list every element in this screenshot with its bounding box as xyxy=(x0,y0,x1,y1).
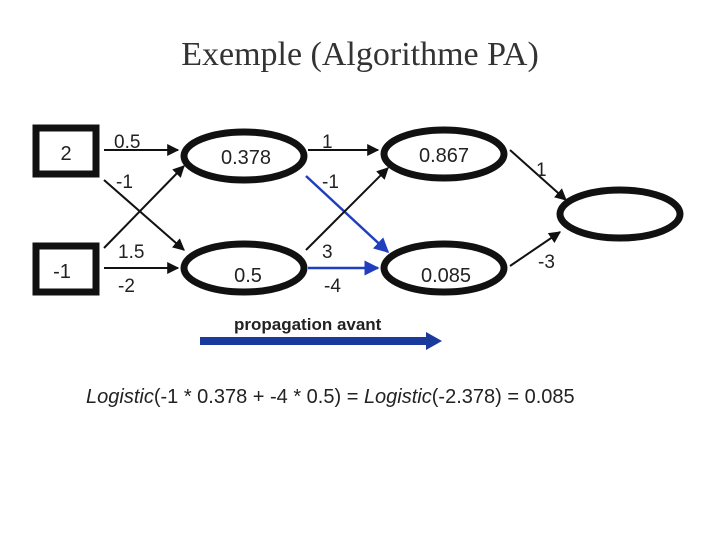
formula-args-1: (-1 * 0.378 + -4 * 0.5) = xyxy=(153,386,364,408)
weight-h2a-out: 1 xyxy=(536,160,547,181)
propagation-arrowhead xyxy=(426,332,442,350)
input-node-1 xyxy=(32,124,100,178)
formula-fn-1: Logistic xyxy=(86,386,154,408)
edge-in2-h1 xyxy=(103,165,185,249)
weight-h1a-h2a: 1 xyxy=(322,132,333,153)
hidden1-node-1-label: 0.378 xyxy=(221,147,271,169)
hidden1-node-1 xyxy=(180,128,308,184)
hidden2-node-2 xyxy=(380,240,508,296)
hidden2-node-2-label: 0.085 xyxy=(421,265,471,287)
output-node xyxy=(556,186,684,242)
weight-h1a-h2b: -1 xyxy=(322,172,339,193)
edge-h2a-out xyxy=(509,149,567,201)
weight-h1b-h2a: 3 xyxy=(322,242,333,263)
edge-h1b-h2a xyxy=(305,167,389,251)
slide-title: Exemple (Algorithme PA) xyxy=(181,36,539,73)
weight-in2-h2: -2 xyxy=(118,276,135,297)
propagation-caption: propagation avant xyxy=(234,315,382,334)
formula-args-2: (-2.378) = 0.085 xyxy=(431,386,575,408)
formula-line: Logistic(-1 * 0.378 + -4 * 0.5) = Logist… xyxy=(86,386,686,409)
hidden2-node-1 xyxy=(380,126,508,182)
formula-fn-2: Logistic xyxy=(363,386,432,408)
edge-in1-h2 xyxy=(103,179,185,251)
hidden2-node-1-label: 0.867 xyxy=(419,145,469,167)
input-node-1-label: 2 xyxy=(60,143,71,165)
weight-in2-h1: 1.5 xyxy=(118,242,144,263)
edge-h1a-h2b xyxy=(305,175,390,254)
hidden1-node-2 xyxy=(180,240,308,296)
hidden1-node-2-label: 0.5 xyxy=(234,265,262,287)
weight-in1-h2: -1 xyxy=(116,172,133,193)
edge-h2b-out xyxy=(509,231,561,267)
weight-in1-h1: 0.5 xyxy=(114,132,140,153)
input-node-2-label: -1 xyxy=(53,261,71,283)
weight-h1b-h2b: -4 xyxy=(324,276,341,297)
weight-h2b-out: -3 xyxy=(538,252,555,273)
input-node-2 xyxy=(32,242,100,296)
